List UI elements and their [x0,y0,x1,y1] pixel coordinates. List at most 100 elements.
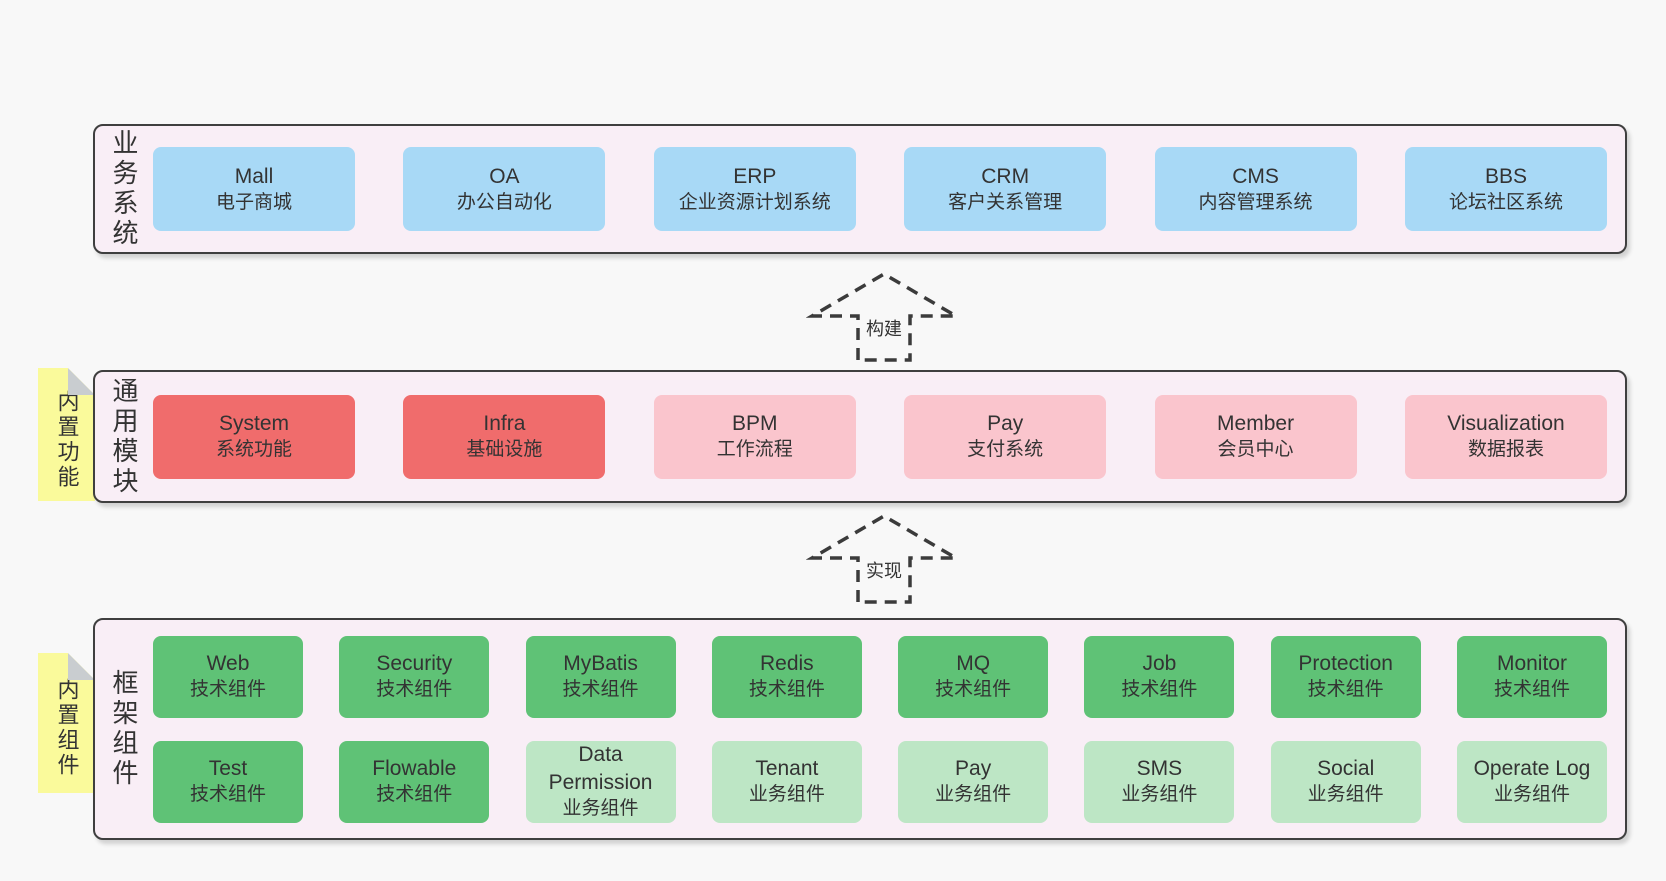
box-name: Flowable [372,757,457,781]
component-box-test: Test 技术组件 [153,740,303,823]
common-modules-row: System 系统功能 Infra 基础设施 BPM 工作流程 Pay 支付系统… [153,394,1607,479]
box-subtitle: 基础设施 [466,439,543,461]
business-box-mall: Mall 电子商城 [153,147,355,231]
box-subtitle: 技术组件 [376,784,453,806]
module-box-system: System 系统功能 [153,394,355,479]
module-box-infra: Infra 基础设施 [403,394,606,479]
box-name: MyBatis [563,652,638,676]
box-subtitle: 技术组件 [748,679,825,701]
box-subtitle: 工作流程 [716,439,793,461]
component-box-pay: Pay 业务组件 [898,740,1049,823]
box-name: Mall [234,164,274,188]
component-box-flowable: Flowable 技术组件 [339,740,490,823]
sticky-note-builtin-features: 内置功能 [38,368,95,501]
component-box-operate-log: Operate Log 业务组件 [1456,740,1607,823]
dashed-up-arrow-implement: 实现 [806,512,962,606]
business-box-cms: CMS 内容管理系统 [1154,147,1357,231]
band-label-common-modules: 通用模块 [109,376,139,497]
component-box-job: Job 技术组件 [1084,635,1235,718]
box-name: Security [376,652,453,676]
module-box-visualization: Visualization 数据报表 [1404,394,1607,479]
component-box-web: Web 技术组件 [153,635,303,718]
box-subtitle: 技术组件 [1493,679,1570,701]
box-name: SMS [1136,757,1183,781]
business-box-bbs: BBS 论坛社区系统 [1404,147,1607,231]
box-name: Protection [1298,652,1393,676]
business-systems-row: Mall 电子商城 OA 办公自动化 ERP 企业资源计划系统 CRM 客户关系… [153,147,1607,231]
box-subtitle: 办公自动化 [456,191,552,213]
box-name: Social [1317,757,1375,781]
framework-components-grid: Web 技术组件 Security 技术组件 MyBatis 技术组件 Redi… [153,635,1607,823]
component-box-sms: SMS 业务组件 [1084,740,1235,823]
box-subtitle: 业务组件 [935,784,1012,806]
box-subtitle: 业务组件 [1493,784,1570,806]
box-subtitle: 业务组件 [562,797,639,819]
box-name: BBS [1484,164,1527,188]
component-box-mq: MQ 技术组件 [898,635,1049,718]
sticky-note-label: 内置功能 [54,389,80,490]
box-name: Infra [483,412,526,436]
box-name: MQ [956,652,991,676]
box-subtitle: 客户关系管理 [948,191,1063,213]
box-subtitle: 技术组件 [376,679,453,701]
box-name: Monitor [1496,652,1567,676]
module-box-member: Member 会员中心 [1154,394,1357,479]
box-name: Pay [987,412,1024,436]
business-box-oa: OA 办公自动化 [403,147,606,231]
box-name: BPM [732,412,778,436]
band-business-systems: 业务系统 Mall 电子商城 OA 办公自动化 ERP 企业资源计划系统 CRM… [93,124,1627,254]
box-subtitle: 技术组件 [1121,679,1198,701]
business-box-erp: ERP 企业资源计划系统 [653,147,856,231]
band-common-modules: 通用模块 System 系统功能 Infra 基础设施 BPM 工作流程 Pay… [93,370,1627,503]
up-arrow-icon [806,271,962,362]
box-subtitle: 电子商城 [215,191,292,213]
box-subtitle: 技术组件 [189,784,266,806]
component-box-mybatis: MyBatis 技术组件 [525,635,676,718]
component-box-social: Social 业务组件 [1270,740,1421,823]
box-name: Tenant [755,757,819,781]
box-subtitle: 内容管理系统 [1198,191,1313,213]
box-name: Member [1217,412,1295,436]
box-subtitle: 论坛社区系统 [1448,191,1563,213]
arrow-label-implement: 实现 [862,556,906,584]
up-arrow-icon [806,513,962,604]
box-subtitle: 技术组件 [935,679,1012,701]
component-box-tenant: Tenant 业务组件 [711,740,862,823]
box-name: Data Permission [548,743,653,794]
box-name: ERP [733,164,777,188]
sticky-note-builtin-components: 内置组件 [38,653,95,793]
box-name: Redis [759,652,814,676]
component-box-monitor: Monitor 技术组件 [1456,635,1607,718]
folded-corner-icon [68,368,95,395]
box-name: Test [208,757,248,781]
dashed-up-arrow-build: 构建 [806,270,962,364]
box-subtitle: 业务组件 [1307,784,1384,806]
box-subtitle: 数据报表 [1467,439,1544,461]
box-name: Visualization [1447,412,1565,436]
box-subtitle: 技术组件 [562,679,639,701]
box-subtitle: 技术组件 [1307,679,1384,701]
module-box-bpm: BPM 工作流程 [653,394,856,479]
box-subtitle: 业务组件 [1121,784,1198,806]
framework-components-row-2: Test 技术组件 Flowable 技术组件 Data Permission … [153,740,1607,823]
business-box-crm: CRM 客户关系管理 [904,147,1107,231]
box-name: Operate Log [1473,757,1591,781]
box-subtitle: 企业资源计划系统 [678,191,831,213]
box-subtitle: 技术组件 [189,679,266,701]
box-subtitle: 业务组件 [748,784,825,806]
box-name: Job [1142,652,1177,676]
arrow-label-build: 构建 [862,314,906,342]
band-label-framework-components: 框架组件 [109,669,139,789]
box-subtitle: 支付系统 [967,439,1044,461]
box-subtitle: 系统功能 [215,439,292,461]
component-box-data-permission: Data Permission 业务组件 [525,740,676,823]
box-name: CMS [1232,164,1279,188]
box-name: OA [489,164,520,188]
component-box-security: Security 技术组件 [339,635,490,718]
box-name: CRM [981,164,1030,188]
box-name: Web [206,652,250,676]
sticky-note-label: 内置组件 [54,678,80,778]
box-subtitle: 会员中心 [1217,439,1294,461]
folded-corner-icon [68,653,95,680]
component-box-redis: Redis 技术组件 [711,635,862,718]
